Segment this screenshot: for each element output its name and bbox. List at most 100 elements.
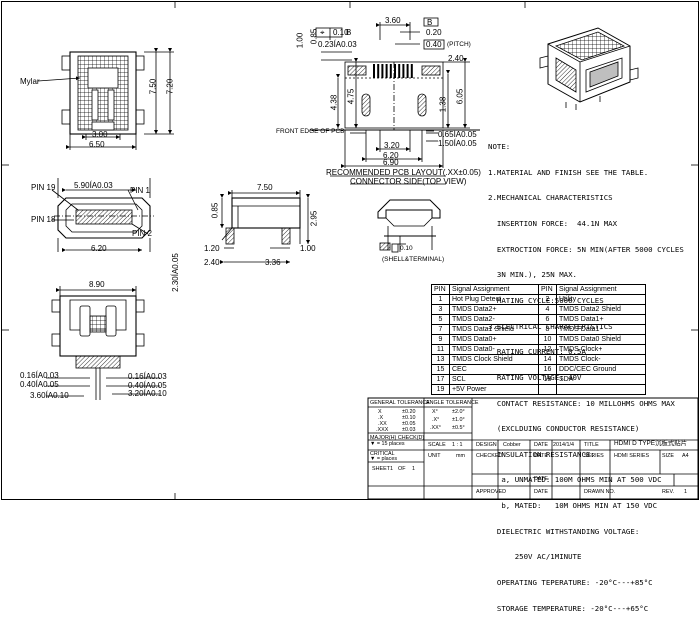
- pcb-dim-475: 4.75: [346, 88, 356, 105]
- side-dim-120: 1.20: [204, 244, 220, 253]
- tb-tol-xx: .X: [378, 415, 384, 421]
- table-cell: 9: [431, 334, 450, 345]
- dim-height-outer: 7.20: [165, 78, 175, 95]
- table-cell: SCL: [449, 374, 539, 385]
- tb-checked: CHECKED: [476, 453, 503, 459]
- table-cell: TMDS Data1 Shield: [449, 324, 539, 335]
- tb-scale: SCALE: [428, 442, 446, 448]
- pcb-dim-138: 1.38: [438, 96, 448, 113]
- pcb-datum-b: B: [427, 18, 433, 27]
- side-dim-336: 3.36: [265, 258, 281, 267]
- tb-drawing-no: DRAWN NO.: [584, 489, 616, 495]
- pcb-pad: [373, 64, 375, 78]
- pcb-pad: [381, 64, 384, 78]
- tb-of-val: 1: [412, 466, 415, 472]
- note-line: STORAGE TEMPERATURE: -20°C---+65°C: [488, 603, 649, 613]
- table-cell: TMDS Clock Shield: [449, 354, 539, 365]
- tb-gen-tol: GENERAL TOLERANCE: [370, 400, 430, 406]
- tb-rev-val: 1: [684, 489, 687, 495]
- side-dim-100: 1.00: [300, 244, 316, 253]
- table-cell: 7: [431, 324, 450, 335]
- header-cell: PIN: [431, 284, 450, 295]
- tb-part: HDMI SERIES: [614, 453, 650, 459]
- tb-tol-xxxx: .XXX: [376, 427, 389, 433]
- pcb-dim-438: 4.38: [329, 94, 339, 111]
- front-view: [37, 48, 174, 150]
- table-cell: 12: [538, 344, 557, 355]
- pcb-layout-view: [310, 17, 480, 185]
- table-cell: 4: [538, 304, 557, 315]
- tb-tol-xxx: .XX: [378, 421, 387, 427]
- table-cell: 2: [538, 294, 557, 305]
- tb-tol-xxx-val: ±0.05: [402, 421, 416, 427]
- pcb-dim-690: 6.90: [383, 158, 399, 167]
- bottom-dim-r2: 0.40ÍA0.05: [128, 381, 167, 390]
- bottom-dim-r1: 0.16ÍA0.03: [128, 372, 167, 381]
- table-cell: 6: [538, 314, 557, 325]
- pcb-caption-1: RECOMMENDED PCB LAYOUT(.XX±0.05): [326, 168, 481, 177]
- shell-flatness: 0.10: [400, 245, 413, 252]
- tb-date-val: 2014/1/4: [553, 442, 574, 448]
- title-block-lines: [367, 397, 699, 500]
- tb-sheet: SHEET: [372, 466, 390, 472]
- table-cell: 14: [538, 354, 557, 365]
- note-line: a, UNMATED: 100M OHMS MIN AT 500 VDC: [488, 475, 662, 485]
- mylar-label: Mylar: [20, 77, 40, 86]
- mating-pin2: PIN 2: [132, 229, 153, 238]
- tb-major-places: ▼ = 15 places: [370, 441, 405, 447]
- tb-title: TITLE: [584, 442, 599, 448]
- bottom-view: [46, 286, 160, 400]
- drawing-lines: [1, 1, 699, 500]
- table-cell: +5V Power: [449, 384, 539, 395]
- header-cell: Signal Assignment: [449, 284, 539, 295]
- note-line: DIELECTRIC WITHSTANDING VOLTAGE:: [488, 526, 640, 536]
- tb-major: MAJOR(H) CHECK(D): [370, 435, 425, 441]
- tb-date-4: DATE: [534, 489, 548, 495]
- side-dim-750: 7.50: [257, 183, 273, 192]
- pcb-dim-top: 3.60: [385, 16, 401, 25]
- tb-date-2: DATE: [534, 453, 548, 459]
- pcb-pos-ref: B: [346, 28, 352, 37]
- pcb-pos-symbol: ⌖: [320, 28, 325, 37]
- table-cell: Hot Plug Detect: [449, 294, 539, 305]
- tb-size: SIZE: [662, 453, 674, 459]
- shell-label: (SHELL&TERMINAL): [382, 256, 445, 263]
- table-cell: DDC/CEC Ground: [556, 364, 646, 375]
- pcb-dim-620: 6.20: [383, 151, 399, 160]
- note-line: 3N MIN.), 25N MAX.: [488, 270, 577, 280]
- table-cell: [538, 384, 557, 395]
- pcb-pad: [394, 64, 396, 78]
- drawing-sheet: Mylar 3.00 6.50 7.50 7.20 3.60 B ⌖ 0.10 …: [1, 1, 699, 612]
- table-cell: 13: [431, 354, 450, 365]
- table-cell: 5: [431, 314, 450, 325]
- pcb-pos-tol: 0.10: [333, 28, 349, 37]
- bottom-dim-r3: 3.20ÍA0.10: [128, 389, 167, 398]
- pcb-pitch-label: (PITCH): [447, 41, 471, 48]
- pcb-dim-020: 0.20: [426, 28, 442, 37]
- pcb-pad: [385, 64, 388, 78]
- tb-tol-x: X: [378, 409, 382, 415]
- table-header-row: PIN Signal Assignment PIN Signal Assignm…: [431, 284, 646, 295]
- pcb-dim-100: 1.00: [295, 32, 305, 49]
- table-cell: 10: [538, 334, 557, 345]
- table-cell: CEC: [449, 364, 539, 375]
- table-cell: 3: [431, 304, 450, 315]
- bottom-dim-l3: 3.60ÍA0.10: [30, 391, 69, 400]
- tb-critical: CRITICAL: [370, 451, 395, 457]
- table-cell: 16: [538, 364, 557, 375]
- mating-face-view: [51, 178, 154, 252]
- pcb-pad: [377, 64, 380, 78]
- table-cell: TMDS Data0-: [449, 344, 539, 355]
- tb-ang-2: .X°: [432, 417, 440, 423]
- table-cell: 8: [538, 324, 557, 335]
- tb-tol-x-val: ±0.20: [402, 409, 416, 415]
- tb-approved: APPROVED: [476, 489, 506, 495]
- pcb-pad: [406, 64, 409, 78]
- note-line: b, MATED: 10M OHMS MIN AT 150 VDC: [488, 501, 658, 511]
- tb-date-3: DATE: [534, 476, 548, 482]
- note-line: CONTACT RESISTANCE: 10 MILLOHMS OHMS MAX: [488, 398, 675, 408]
- pcb-dim-085: 0.85: [309, 28, 319, 45]
- tb-tol-xx-val: ±0.10: [402, 415, 416, 421]
